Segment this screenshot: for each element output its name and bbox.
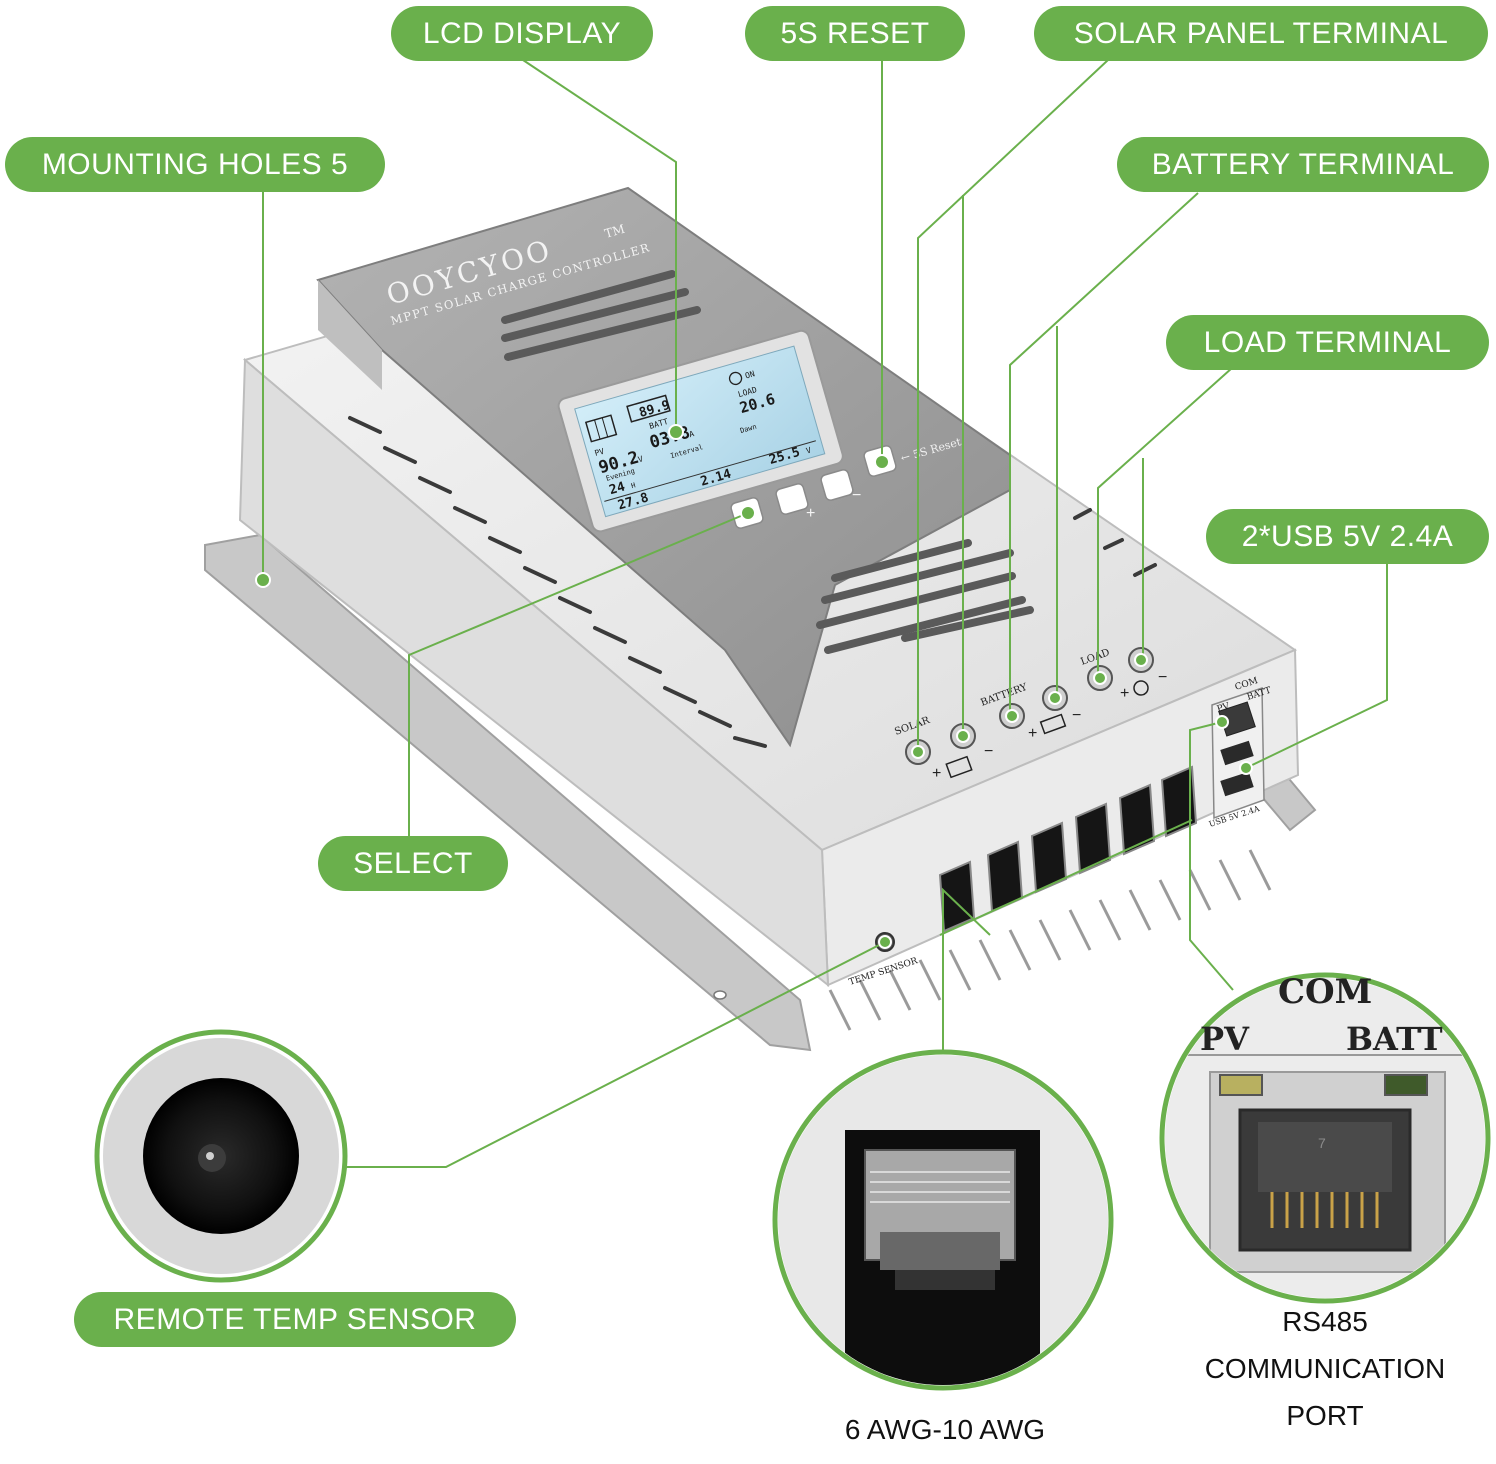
callout-load-terminal: LOAD TERMINAL (1166, 315, 1489, 370)
zoom-com-label: COM (1278, 972, 1372, 1012)
wire-slot-1[interactable] (938, 860, 976, 933)
pv-label: PV (1216, 701, 1232, 715)
solar-plus: + (932, 765, 941, 782)
battery-minus: − (1072, 707, 1081, 724)
brand-trademark: TM (603, 222, 626, 241)
callout-solar-panel-terminal: SOLAR PANEL TERMINAL (1034, 6, 1488, 61)
solar-minus: − (984, 743, 993, 760)
vent-slots-side (348, 416, 767, 748)
port-digit: 7 (1318, 1135, 1326, 1151)
minus-symbol: − (852, 487, 861, 504)
solar-panel-icon-small (945, 755, 973, 779)
zoom-temp-sensor (94, 1029, 348, 1283)
lcd-evening-unit: H (630, 481, 636, 490)
plus-symbol: + (806, 505, 815, 522)
lcd-pv-unit: V (637, 454, 644, 464)
bulb-icon (728, 371, 743, 386)
caption-wire-gauge: 6 AWG-10 AWG (844, 1414, 1046, 1445)
usb-port-1[interactable] (1220, 740, 1254, 766)
caption-rs485-line2: COMMUNICATION (1204, 1353, 1446, 1384)
callout-5s-reset: 5S RESET (745, 6, 965, 61)
wire-slots (938, 765, 1198, 933)
caption-rs485: RS485 COMMUNICATION PORT (1170, 1298, 1480, 1439)
callout-lcd-display: LCD DISPLAY (391, 6, 653, 61)
caption-rs485-line3: PORT (1286, 1400, 1364, 1431)
mounting-hole (713, 990, 727, 1000)
charge-controller: OOYCYOO TM MPPT SOLAR CHARGE CONTROLLER … (204, 186, 1317, 1052)
wire-slot-6[interactable] (1160, 765, 1198, 838)
callout-remote-temp-sensor: REMOTE TEMP SENSOR (74, 1292, 516, 1347)
casing-side (238, 357, 830, 988)
load-plus: + (1120, 685, 1129, 702)
lcd-on-label: ON (744, 369, 756, 380)
lcd-batt-unit: A (688, 429, 695, 439)
callout-battery-terminal: BATTERY TERMINAL (1117, 137, 1489, 192)
lcd-screen (574, 345, 826, 518)
lcd-pv-label: PV (594, 447, 606, 458)
wire-slot-5[interactable] (1118, 783, 1156, 856)
callout-mounting-holes: MOUNTING HOLES 5 (5, 137, 385, 192)
wire-slot-3[interactable] (1030, 821, 1068, 894)
callout-lines (262, 57, 1388, 1168)
zoom-rs485-port: 7 COM PV BATT (1159, 972, 1491, 1304)
caption-rs485-line1: RS485 (1282, 1306, 1368, 1337)
load-bulb-icon (1133, 680, 1149, 696)
heatsink-fins (828, 849, 1272, 1031)
battery-icon (626, 394, 671, 423)
lcd-display: PV 90.2 V 89.9 BATT 03.8 A ON LOAD 20.6 … (557, 329, 844, 533)
top-panel-edge (318, 280, 382, 390)
wire-slot-4[interactable] (1074, 802, 1112, 875)
lcd-evening-value: 24 (608, 479, 627, 498)
minus-button[interactable] (820, 469, 854, 502)
lcd-volt-unit: V (805, 446, 812, 456)
usb-port-2[interactable] (1220, 771, 1254, 797)
callout-dots (255, 424, 1253, 949)
callout-usb: 2*USB 5V 2.4A (1206, 509, 1489, 564)
load-minus: − (1158, 669, 1167, 686)
solar-panel-icon (584, 414, 618, 443)
vent-slots-right (1073, 508, 1157, 577)
plus-button[interactable] (775, 483, 809, 516)
pv-led (1219, 1074, 1263, 1096)
battery-plus: + (1028, 725, 1037, 742)
zoom-wire-terminal (772, 1049, 1114, 1391)
zoom-batt-label: BATT (1346, 1020, 1443, 1058)
callout-select: SELECT (318, 836, 508, 891)
battery-icon-small (1039, 713, 1067, 735)
zoom-pv-label: PV (1200, 1020, 1250, 1058)
batt-led (1384, 1074, 1428, 1096)
vent-slots-top (501, 270, 701, 361)
